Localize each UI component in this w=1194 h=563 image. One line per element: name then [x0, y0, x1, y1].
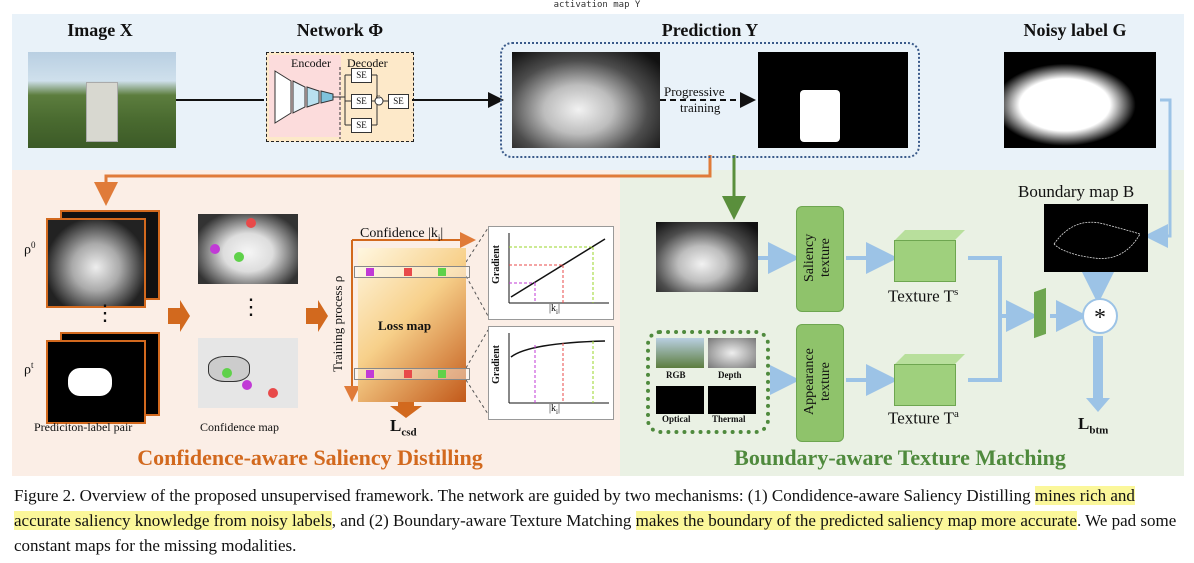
confidence-map-t	[198, 338, 298, 408]
se-block-out: SE	[388, 94, 409, 109]
header-network: Network Φ	[296, 20, 384, 40]
loss-map: Loss map	[354, 248, 470, 402]
lcsd-label: Lcsd	[390, 416, 417, 439]
modality-depth	[708, 338, 756, 368]
orange-branch	[94, 155, 712, 206]
header-prediction: Prediction Y	[661, 20, 759, 40]
section-right-title: Boundary-aware Texture Matching	[734, 445, 1066, 470]
refined-prediction	[758, 52, 908, 148]
se-block-1: SE	[351, 68, 372, 83]
gradient-axis-top: Gradient	[491, 245, 502, 284]
top-caption: activation map Y	[553, 0, 641, 10]
concat-label: C	[376, 95, 381, 101]
network-box: Encoder Decoder SE SE SE SE C	[266, 52, 414, 142]
progressive-label-2: training	[680, 100, 721, 115]
texture-ts-cube	[894, 240, 956, 282]
confidence-map-0	[198, 214, 298, 284]
training-process-label: Training process ρ	[330, 275, 345, 373]
ki-axis-top: |ki|	[549, 303, 560, 316]
ta-to-conv	[968, 316, 1002, 382]
header-noisy-label: Noisy label G	[1023, 20, 1127, 40]
prediction-group	[500, 42, 920, 158]
noisy-label-map	[1004, 52, 1156, 148]
texture-ta-top	[895, 354, 965, 364]
modality-optical	[656, 386, 704, 414]
gradient-chart-top: Gradient |ki|	[488, 226, 614, 320]
texture-ta-cube	[894, 364, 956, 406]
conv-block	[1034, 287, 1046, 339]
saliency-texture-box	[796, 206, 844, 312]
saliency-texture-label: Saliency texture	[802, 233, 833, 283]
lcsd-arrow	[390, 398, 422, 418]
ellipsis-left: ⋮	[94, 300, 116, 325]
pair-0-front	[46, 218, 146, 308]
rho-t-label: ρt	[24, 360, 34, 378]
encoder-label: Encoder	[291, 56, 331, 70]
image-x-photo	[28, 52, 176, 148]
se-block-2: SE	[351, 94, 372, 109]
encoder-funnel	[274, 67, 388, 139]
rho-0-label: ρ0	[24, 240, 36, 258]
texture-ts-label: Texture Ts	[888, 286, 959, 306]
appearance-texture-box	[796, 324, 844, 442]
pair-label: Prediciton-label pair	[34, 420, 133, 434]
modality-thermal-label: Thermal	[712, 414, 746, 424]
appearance-texture-label: Appearance texture	[802, 348, 833, 416]
section-left-title: Confidence-aware Saliency Distilling	[137, 445, 483, 470]
boundary-map	[1044, 204, 1148, 272]
texture-ts-top	[895, 230, 965, 240]
boundary-map-label: Boundary map B	[1018, 182, 1135, 201]
decoder-label: Decoder	[347, 56, 388, 70]
texture-ta-label: Texture Ta	[888, 408, 959, 428]
conf-map-label: Confidence map	[200, 420, 279, 434]
lbtm-label: Lbtm	[1078, 414, 1109, 437]
modality-depth-label: Depth	[718, 370, 742, 380]
right-prediction-map	[656, 222, 758, 292]
star-operator: *	[1082, 298, 1118, 334]
ki-axis-bottom: |ki|	[549, 403, 560, 416]
noisy-to-boundary	[1144, 98, 1172, 248]
pair-t-front	[46, 340, 146, 424]
header-image-x: Image X	[67, 20, 133, 40]
figure-caption: Figure 2. Overview of the proposed unsup…	[14, 486, 1177, 555]
lbtm-arrowhead	[1086, 398, 1110, 412]
gray-box-object	[86, 82, 118, 142]
modality-optical-label: Optical	[662, 414, 691, 424]
loss-map-label: Loss map	[378, 318, 432, 333]
gradient-chart-bottom: Gradient |ki|	[488, 326, 614, 420]
se-block-3: SE	[351, 118, 372, 133]
ts-to-conv	[968, 256, 1038, 332]
confidence-k-label: Confidence |ki|	[360, 226, 444, 243]
orange-arrow-2	[306, 300, 328, 332]
orange-arrow-1	[168, 300, 190, 332]
modality-thermal	[708, 386, 756, 414]
ellipsis-mid: ⋮	[240, 294, 262, 319]
modality-rgb-label: RGB	[666, 370, 686, 380]
progressive-label-1: Progressive	[664, 84, 725, 99]
modality-rgb	[656, 338, 704, 368]
gradient-axis-bottom: Gradient	[491, 345, 502, 384]
prediction-map	[512, 52, 660, 148]
